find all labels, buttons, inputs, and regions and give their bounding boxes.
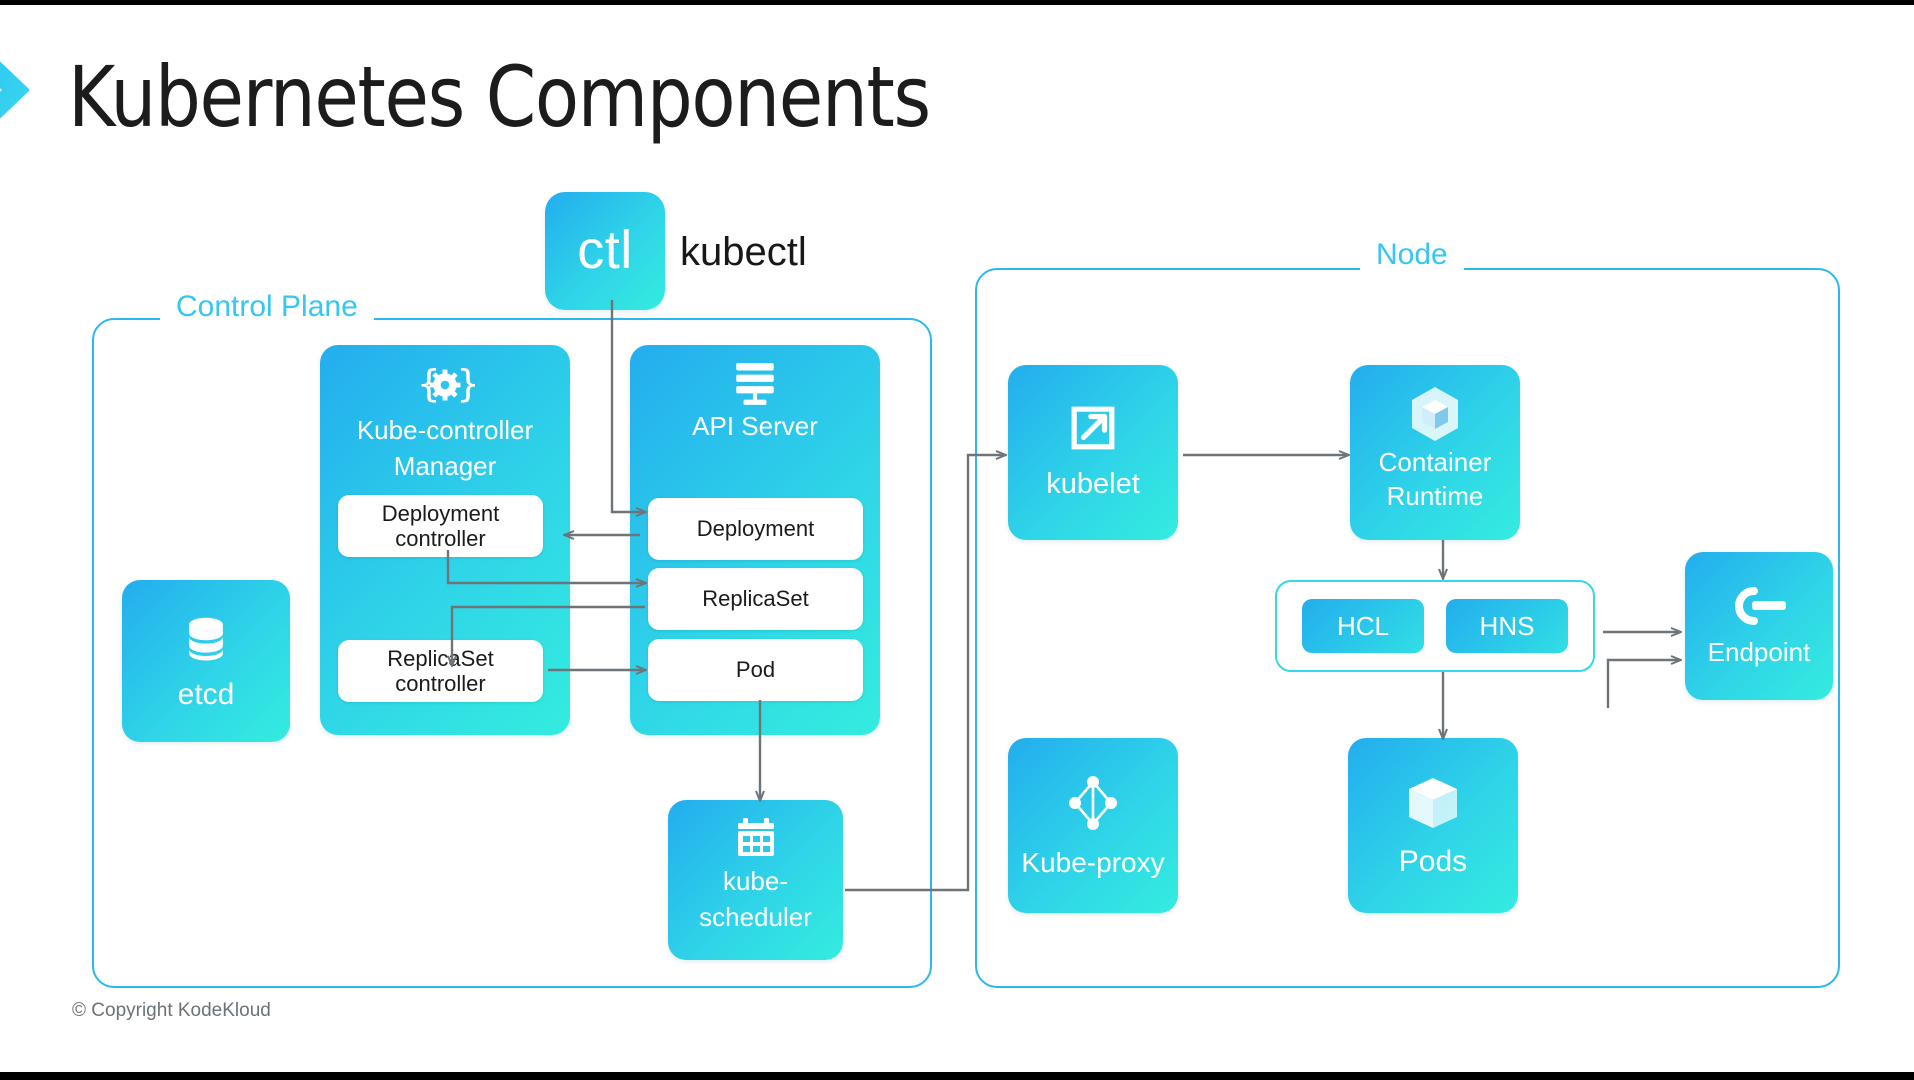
hns-chip[interactable]: HNS: [1446, 599, 1568, 653]
kube-controller-manager-label-line2: Manager: [393, 450, 497, 481]
plug-endpoint-icon: [1728, 585, 1790, 627]
copyright-text: © Copyright KodeKloud: [72, 1000, 271, 1021]
server-stack-icon: [730, 361, 780, 407]
container-runtime-label-line1: Container: [1378, 447, 1492, 477]
deployment-controller-pill[interactable]: Deployment controller: [338, 495, 543, 557]
calendar-icon: [734, 818, 778, 860]
kube-proxy-label: Kube-proxy: [1021, 846, 1165, 878]
page-title: Kubernetes Components: [68, 48, 931, 146]
replicaset-controller-line1: ReplicaSet: [387, 645, 494, 671]
container-runtime-box[interactable]: Container Runtime: [1350, 365, 1520, 540]
network-stack-container: HCL HNS: [1275, 580, 1595, 672]
kube-scheduler-label-line1: kube-: [722, 866, 789, 896]
endpoint-box[interactable]: Endpoint: [1685, 552, 1833, 700]
deployment-controller-line1: Deployment: [381, 500, 500, 526]
replicaset-controller-line2: controller: [395, 671, 486, 696]
hcl-chip[interactable]: HCL: [1302, 599, 1424, 653]
kubectl-label: kubectl: [680, 230, 807, 274]
kubectl-ctl-text: ctl: [577, 220, 633, 281]
container-runtime-label-line2: Runtime: [1386, 480, 1484, 511]
kubelet-label: kubelet: [1046, 468, 1140, 501]
svg-text:}: }: [456, 361, 475, 405]
network-graph-icon: [1063, 774, 1123, 832]
cube-box-icon: [1404, 774, 1462, 832]
chevron-right-icon: [0, 61, 30, 119]
kube-scheduler-label-line2: scheduler: [699, 901, 812, 932]
letterbox-bottom: [0, 1072, 1914, 1080]
kube-controller-manager-label-line1: Kube-controller: [356, 415, 534, 445]
control-plane-label: Control Plane: [160, 292, 374, 322]
kubelet-box[interactable]: kubelet: [1008, 365, 1178, 540]
pods-label: Pods: [1398, 844, 1468, 878]
letterbox-top: [0, 0, 1914, 5]
kubectl-box[interactable]: ctl: [545, 192, 665, 310]
etcd-label: etcd: [177, 678, 235, 712]
hexagon-cube-icon: [1408, 385, 1462, 443]
pods-box[interactable]: Pods: [1348, 738, 1518, 913]
database-cylinder-icon: [179, 611, 233, 665]
endpoint-label: Endpoint: [1707, 637, 1811, 668]
arrow-out-of-box-icon: [1070, 405, 1116, 451]
kube-proxy-box[interactable]: Kube-proxy: [1008, 738, 1178, 913]
api-resource-pod[interactable]: Pod: [648, 639, 863, 701]
deployment-controller-line2: controller: [395, 526, 486, 551]
replicaset-controller-pill[interactable]: ReplicaSet controller: [338, 640, 543, 702]
node-label: Node: [1360, 240, 1464, 270]
api-server-label: API Server: [692, 411, 818, 441]
kube-scheduler-box[interactable]: kube- scheduler: [668, 800, 843, 960]
braces-gear-icon: { }: [415, 361, 475, 409]
api-resource-deployment[interactable]: Deployment: [648, 498, 863, 560]
api-resource-replicaset[interactable]: ReplicaSet: [648, 568, 863, 630]
etcd-box[interactable]: etcd: [122, 580, 290, 742]
